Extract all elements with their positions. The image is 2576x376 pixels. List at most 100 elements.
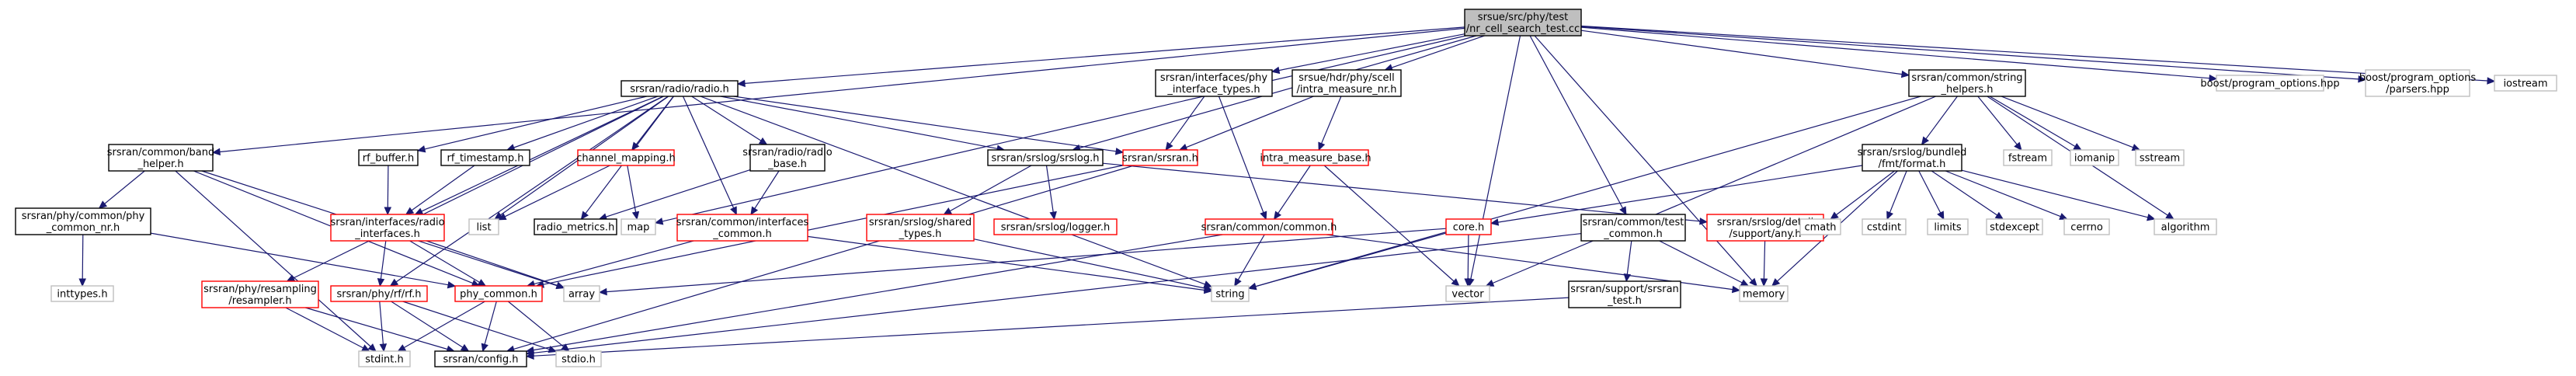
node-cstdint: cstdint: [1862, 218, 1907, 235]
node-label: algorithm: [2161, 222, 2210, 234]
edge-phyif-to-srsranh: [1165, 96, 1205, 151]
node-label: _common.h: [1603, 228, 1663, 240]
node-band[interactable]: srsran/common/band_helper.h: [107, 144, 215, 172]
node-label: /support/any.h: [1729, 228, 1801, 240]
node-memory: memory: [1739, 285, 1789, 302]
node-testcommon[interactable]: srsran/common/test_common.h: [1580, 214, 1686, 242]
node-box: [358, 350, 411, 367]
edge-phycommon-to-stdio: [507, 301, 570, 352]
node-radio[interactable]: srsran/radio/radio.h: [621, 80, 739, 97]
node-radiobase[interactable]: srsran/radio/radio_base.h: [742, 144, 833, 172]
node-label: boost/program_options.hpp: [2200, 78, 2339, 90]
edge-srslog-to-anyh: [1102, 162, 1709, 225]
node-label: srsran/srslog/srslog.h: [992, 153, 1100, 165]
edge-ifcommon-to-phycommon: [526, 240, 694, 288]
node-srstest[interactable]: srsran/support/srsran_test.h: [1568, 280, 1681, 308]
edge-root-to-iostream: [1580, 25, 2496, 85]
node-box: [563, 285, 600, 302]
node-phyif[interactable]: srsran/interfaces/phy_interface_types.h: [1155, 69, 1273, 97]
node-anyh[interactable]: srsran/srslog/detail/support/any.h: [1706, 214, 1824, 242]
node-resampler[interactable]: srsran/phy/resampling/resampler.h: [201, 280, 319, 308]
node-label: sstream: [2140, 153, 2180, 165]
node-srsranh[interactable]: srsran/srsran.h: [1122, 149, 1198, 166]
node-label: srsran/common/test: [1583, 217, 1684, 228]
node-rfh[interactable]: srsran/phy/rf/rf.h: [330, 285, 428, 302]
node-rfbuf[interactable]: rf_buffer.h: [358, 149, 419, 166]
node-srslog[interactable]: srsran/srslog/srslog.h: [987, 149, 1104, 166]
edge-radioif-to-array: [426, 240, 565, 289]
node-bpo: boost/program_options.hpp: [2200, 75, 2340, 92]
node-label: array: [568, 289, 595, 301]
node-cmath: cmath: [1799, 218, 1841, 235]
node-ifcommon[interactable]: srsran/common/interfaces_common.h: [676, 214, 809, 242]
node-box: [1291, 69, 1402, 97]
edge-bfmt-to-cmath: [1830, 170, 1895, 220]
node-phycommon[interactable]: phy_common.h: [454, 285, 543, 302]
edge-bfmt-to-coreh: [1490, 165, 1863, 226]
node-label: cerrno: [2070, 222, 2103, 234]
node-inttypes: inttypes.h: [50, 285, 114, 302]
node-box: [1122, 149, 1198, 166]
edge-testcommon-to-srstest: [1623, 240, 1632, 283]
node-bfmt[interactable]: srsran/srslog/bundled/fmt/format.h: [1858, 144, 1967, 172]
node-label: srsue/src/phy/test: [1478, 12, 1568, 23]
node-label: rf_timestamp.h: [447, 153, 524, 165]
edge-bfmt-to-algorithm: [1961, 169, 2156, 221]
node-label: _interfaces.h: [354, 228, 420, 240]
node-label: /intra_measure_nr.h: [1296, 84, 1396, 96]
node-algorithm: algorithm: [2154, 218, 2217, 235]
node-imb[interactable]: intra_measure_base.h: [1260, 149, 1371, 166]
edge-chmap-to-list: [497, 165, 610, 221]
node-label: _types.h: [899, 228, 942, 240]
edge-ifcommon-to-string: [807, 235, 1213, 294]
node-config[interactable]: srsran/config.h: [434, 350, 527, 367]
node-vector: vector: [1445, 285, 1490, 302]
node-coreh[interactable]: core.h: [1445, 218, 1492, 235]
edge-bfmt-to-limits: [1918, 170, 1945, 221]
node-box: [621, 80, 739, 97]
node-sharedtypes[interactable]: srsran/srslog/shared_types.h: [866, 214, 975, 242]
node-box: [1155, 69, 1273, 97]
node-label: srsran/srslog/logger.h: [1001, 222, 1111, 234]
node-root[interactable]: srsue/src/phy/test/nr_cell_search_test.c…: [1464, 9, 1582, 37]
node-chmap[interactable]: channel_mapping.h: [576, 149, 676, 166]
edge-radio-to-ifcommon: [682, 96, 737, 216]
edge-strh-to-bfmt: [1921, 96, 1958, 145]
edge-phycommon-to-stdint: [397, 301, 485, 352]
node-common[interactable]: srsran/common/common.h: [1201, 218, 1337, 235]
edge-radio-to-radiobase: [691, 96, 768, 145]
node-box: [2216, 75, 2324, 92]
node-label: memory: [1743, 289, 1785, 301]
node-label: /resampler.h: [228, 295, 291, 307]
node-label: radio_metrics.h: [537, 222, 615, 234]
edge-root-to-strh: [1580, 30, 1910, 78]
edge-imb-to-vector: [1323, 165, 1460, 287]
node-radioif[interactable]: srsran/interfaces/radio_interfaces.h: [330, 214, 445, 242]
node-label: /fmt/format.h: [1879, 158, 1946, 170]
node-rfts[interactable]: rf_timestamp.h: [440, 149, 530, 166]
edge-root-to-map: [654, 35, 1466, 225]
edge-chmap-to-map: [627, 165, 640, 221]
node-stdio: stdio.h: [555, 350, 602, 367]
node-label: srsran/srsran.h: [1122, 153, 1198, 165]
node-box: [2494, 75, 2557, 92]
node-box: [1908, 69, 2026, 97]
node-logger[interactable]: srsran/srslog/logger.h: [993, 218, 1118, 235]
node-box: [15, 207, 151, 235]
node-label: _common_nr.h: [46, 222, 120, 234]
node-stdint: stdint.h: [358, 350, 411, 367]
node-box: [676, 214, 808, 242]
node-label: srsue/hdr/phy/scell: [1298, 72, 1394, 84]
node-radiometrics[interactable]: radio_metrics.h: [534, 218, 617, 235]
node-box: [534, 218, 617, 235]
node-label: _interface_types.h: [1166, 84, 1260, 96]
node-strh[interactable]: srsran/common/string_helpers.h: [1908, 69, 2026, 97]
node-phycommonnr[interactable]: srsran/phy/common/phy_common_nr.h: [15, 207, 151, 235]
node-label: _test.h: [1607, 295, 1642, 307]
node-label: srsran/srslog/detail: [1717, 217, 1813, 228]
node-label: channel_mapping.h: [576, 153, 676, 165]
edge-bfmt-to-stdexcept: [1931, 170, 2004, 220]
node-intra[interactable]: srsue/hdr/phy/scell/intra_measure_nr.h: [1291, 69, 1402, 97]
node-label: cmath: [1804, 222, 1836, 234]
